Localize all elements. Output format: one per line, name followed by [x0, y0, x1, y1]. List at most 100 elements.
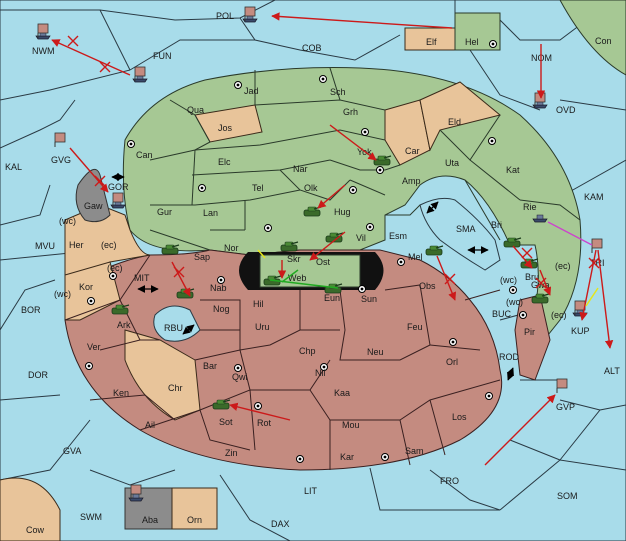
label-gaw: Gaw [84, 201, 103, 211]
label-ken: Ken [113, 388, 129, 398]
label-gor: GOR [108, 182, 129, 192]
label-aba: Aba [142, 515, 158, 525]
label-kal: KAL [5, 162, 22, 172]
label-chr: Chr [168, 383, 183, 393]
label-pol: POL [216, 11, 234, 21]
label-con: Con [595, 36, 612, 46]
green-borders [149, 67, 581, 251]
label-can: Can [136, 150, 153, 160]
label-olk: Olk [304, 183, 318, 193]
province-aba[interactable] [124, 487, 173, 530]
label-dax: DAX [271, 519, 290, 529]
label-elf: Elf [426, 37, 437, 47]
label-hil: Hil [253, 299, 264, 309]
supply-center-icon [358, 285, 366, 293]
label-neu: Neu [367, 347, 384, 357]
supply-center-icon [376, 166, 384, 174]
province-hel[interactable] [405, 12, 501, 51]
label-rie: Rie [523, 202, 537, 212]
label-qua: Qua [187, 105, 204, 115]
label-ark: Ark [117, 320, 131, 330]
label-bar: Bar [203, 361, 217, 371]
label-ec-kor: (ec) [107, 263, 123, 273]
label-uru: Uru [255, 322, 270, 332]
label-nil: Nil [315, 368, 326, 378]
label-bru: Bru [525, 272, 539, 282]
supply-center-icon [488, 137, 496, 145]
label-nor: Nor [224, 243, 239, 253]
label-jad: Jad [244, 86, 259, 96]
label-esm: Esm [389, 231, 407, 241]
label-wc-kor: (wc) [54, 289, 71, 299]
supply-center-icon [264, 224, 272, 232]
label-swm: SWM [80, 512, 102, 522]
supply-center-icon [361, 128, 369, 136]
supply-center-icon [234, 364, 242, 372]
label-rbu: RBU [164, 323, 183, 333]
supply-center-icon [127, 140, 135, 148]
province-labels: POL COB FUN NWM Elf Hel Con NOM OVD KAL … [5, 11, 620, 535]
label-gur: Gur [157, 207, 172, 217]
label-lit: LIT [304, 486, 318, 496]
label-chp: Chp [299, 346, 316, 356]
label-rod: ROD [499, 352, 520, 362]
label-sam: Sam [405, 446, 424, 456]
label-ost: Ost [316, 257, 331, 267]
label-uta: Uta [445, 158, 459, 168]
label-mel: Mel [408, 252, 423, 262]
label-wc-bru: (wc) [500, 275, 517, 285]
label-orl: Orl [446, 357, 458, 367]
supply-center-icon [519, 311, 527, 319]
label-elc: Elc [218, 157, 231, 167]
province-car[interactable] [384, 99, 431, 166]
supply-center-icon [109, 272, 117, 280]
supply-center-icon [254, 402, 262, 410]
label-nwm: NWM [32, 46, 55, 56]
label-los: Los [452, 412, 467, 422]
label-cob: COB [302, 43, 322, 53]
label-vil: Vil [356, 233, 366, 243]
label-ail: Ail [145, 420, 155, 430]
label-buc: BUC [492, 309, 512, 319]
province-eld[interactable] [419, 81, 502, 152]
label-kaa: Kaa [334, 388, 350, 398]
x-cross-icons [67, 35, 600, 289]
supply-center-icon [449, 338, 457, 346]
label-web: Web [288, 273, 306, 283]
supply-center-icon [366, 223, 374, 231]
supply-center-icon [85, 362, 93, 370]
label-rot: Rot [257, 418, 272, 428]
label-jos: Jos [218, 123, 233, 133]
supply-center-icon [509, 286, 517, 294]
label-skr: Skr [287, 254, 301, 264]
label-kam: KAM [584, 192, 604, 202]
supply-center-icon [319, 75, 327, 83]
label-qwi: Qwi [232, 372, 248, 382]
supply-center-icon [217, 276, 225, 284]
label-gwa: Gwa [531, 280, 550, 290]
label-eld: Eld [448, 117, 461, 127]
label-nar: Nar [293, 164, 308, 174]
label-tel: Tel [252, 183, 264, 193]
label-bor: BOR [21, 305, 41, 315]
label-gvg: GVG [51, 155, 71, 165]
label-kar: Kar [340, 452, 354, 462]
passage-arrows [111, 173, 515, 381]
label-hel: Hel [465, 37, 479, 47]
label-orn: Orn [187, 515, 202, 525]
label-ec-bru: (ec) [555, 261, 571, 271]
label-hug: Hug [334, 207, 351, 217]
label-mit: MIT [134, 273, 150, 283]
province-chr[interactable] [124, 329, 201, 421]
label-ec-buc: (ec) [551, 310, 567, 320]
supply-center-icon [349, 186, 357, 194]
label-amp: Amp [402, 176, 421, 186]
supply-center-icon [397, 258, 405, 266]
province-orn[interactable] [171, 487, 218, 530]
label-gva: GVA [63, 446, 81, 456]
label-kup: KUP [571, 326, 590, 336]
label-wc-west: (wc) [59, 216, 76, 226]
province-cow[interactable] [0, 477, 61, 541]
